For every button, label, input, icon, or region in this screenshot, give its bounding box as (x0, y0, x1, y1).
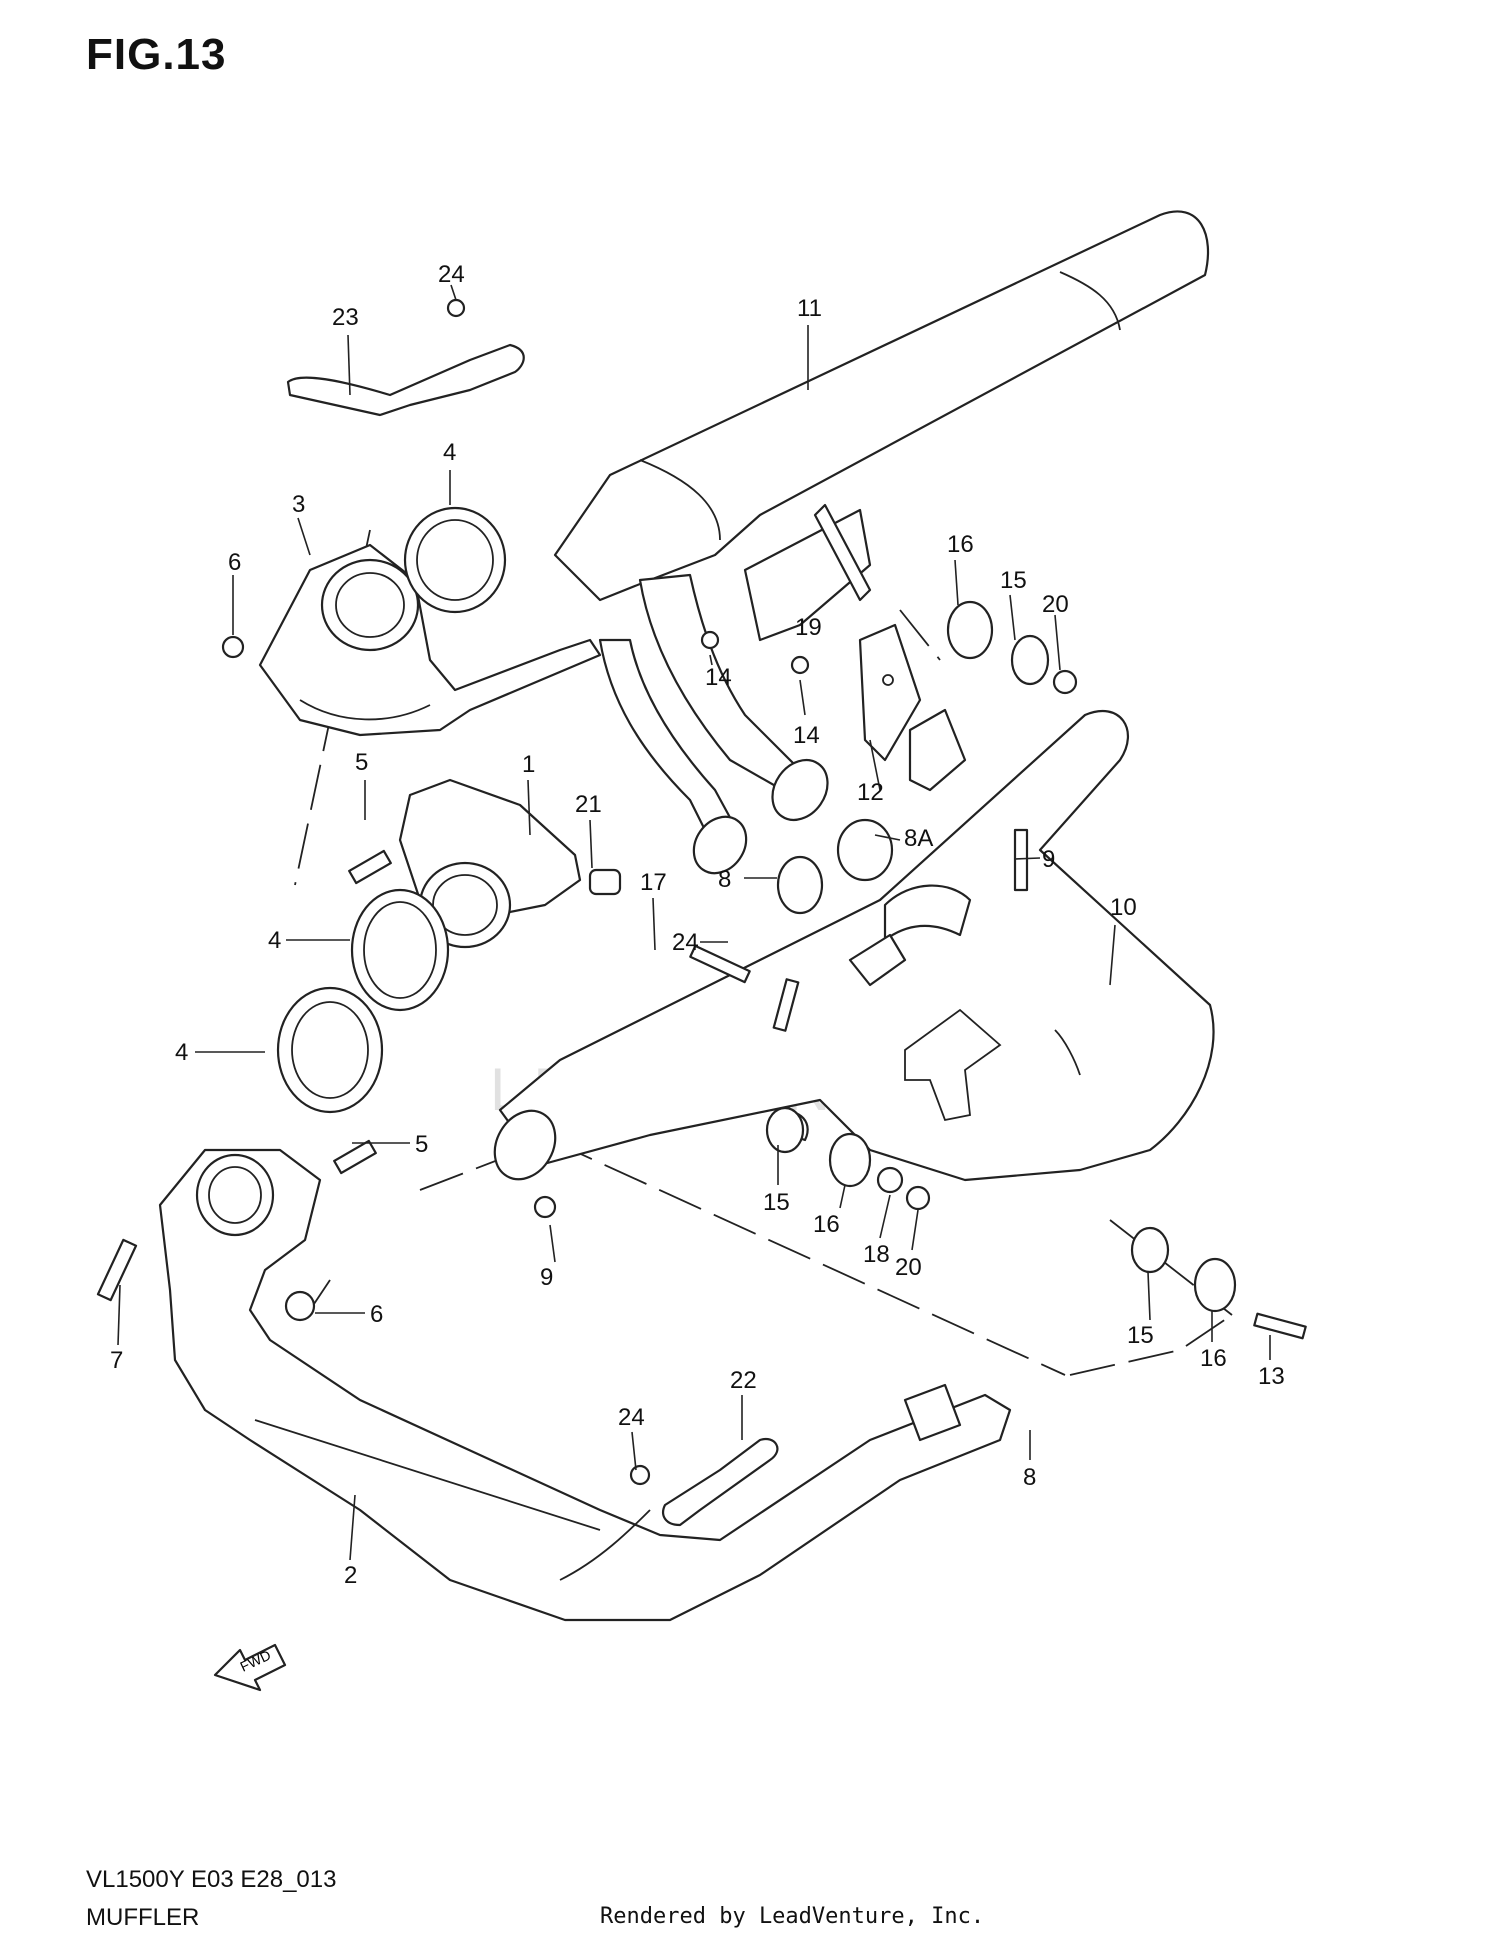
callout-22: 22 (730, 1367, 757, 1394)
part-11-upper-muffler (553, 210, 1210, 875)
callout-5-lower: 5 (415, 1131, 428, 1158)
mounts (765, 600, 1237, 1313)
callout-14-lower: 14 (793, 722, 820, 749)
callout-19: 19 (795, 614, 822, 641)
part-3-exhaust-pipe (258, 543, 602, 737)
callout-4-lower: 4 (175, 1039, 188, 1066)
callout-16-top: 16 (947, 531, 974, 558)
model-code: VL1500Y E03 E28_013 (86, 1866, 337, 1893)
callout-24-lower: 24 (618, 1404, 645, 1431)
callout-11: 11 (797, 295, 822, 322)
callout-8-middle: 8 (718, 866, 731, 893)
group-name: MUFFLER (86, 1904, 200, 1931)
callout-6-top: 6 (228, 549, 241, 576)
part-12-bracket (858, 623, 967, 792)
figure-title: FIG.13 (86, 30, 227, 79)
part-23-clamp (286, 343, 525, 417)
callout-1: 1 (522, 751, 535, 778)
callouts: 24 23 4 3 6 11 16 15 20 19 14 14 12 5 1 … (110, 261, 1285, 1589)
callout-15-middle: 15 (763, 1189, 790, 1216)
callout-5-top: 5 (355, 749, 368, 776)
part-4-gasket-middle (350, 888, 450, 1012)
callout-2: 2 (344, 1562, 357, 1589)
callout-17: 17 (640, 869, 667, 896)
callout-24-middle: 24 (672, 929, 699, 956)
callout-8A: 8A (904, 825, 933, 852)
callout-24-top: 24 (438, 261, 465, 288)
callout-10: 10 (1110, 894, 1137, 921)
callout-18: 18 (863, 1241, 890, 1268)
callout-3: 3 (292, 491, 305, 518)
fwd-arrow-icon: FWD (213, 1643, 287, 1692)
callout-15-top: 15 (1000, 567, 1027, 594)
callout-7: 7 (110, 1347, 123, 1374)
part-22-clamp (662, 1437, 779, 1527)
part-4-gasket-top (403, 506, 507, 614)
callout-12: 12 (857, 779, 884, 806)
callout-9-right: 9 (1042, 846, 1055, 873)
callout-9-lower: 9 (540, 1264, 553, 1291)
hardware (96, 298, 1307, 1486)
callout-23: 23 (332, 304, 359, 331)
render-credit: Rendered by LeadVenture, Inc. (600, 1904, 985, 1929)
callout-20-top: 20 (1042, 591, 1069, 618)
part-2-front-exhaust-pipe (158, 1148, 1012, 1622)
part-10-lower-muffler (493, 709, 1215, 1182)
callout-20-middle: 20 (895, 1254, 922, 1281)
leader-lines (117, 284, 1271, 1561)
callout-13: 13 (1258, 1363, 1285, 1390)
callout-16-middle: 16 (813, 1211, 840, 1238)
callout-14-upper: 14 (705, 664, 732, 691)
callout-15-lower: 15 (1127, 1322, 1154, 1349)
part-4-gasket-lower (276, 986, 384, 1114)
callout-21: 21 (575, 791, 602, 818)
callout-4-middle: 4 (268, 927, 281, 954)
callout-8-lower: 8 (1023, 1464, 1036, 1491)
callout-6-lower: 6 (370, 1301, 383, 1328)
callout-4-top: 4 (443, 439, 456, 466)
callout-16-lower: 16 (1200, 1345, 1227, 1372)
